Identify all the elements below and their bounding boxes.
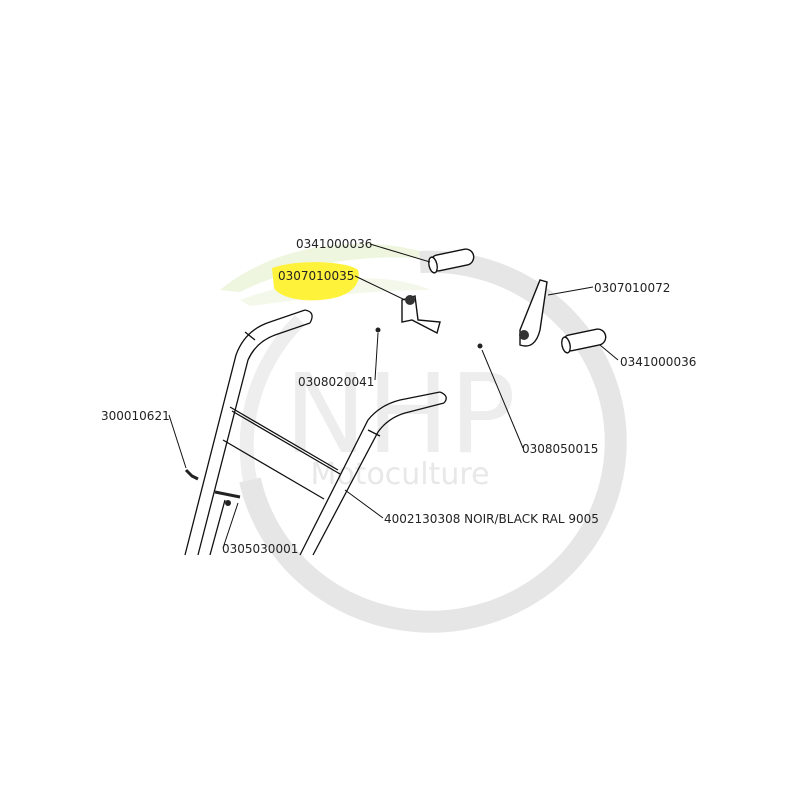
leader-lines <box>168 243 619 549</box>
clip <box>214 490 241 499</box>
screw-right <box>477 343 483 349</box>
label-clip: 0305030001 <box>222 542 298 556</box>
label-bolt: 300010621 <box>101 409 170 423</box>
lever-left <box>401 295 441 335</box>
clip-nut <box>225 500 231 506</box>
label-screw-right: 0308050015 <box>522 442 598 456</box>
label-handle: 4002130308 NOIR/BLACK RAL 9005 <box>384 512 599 526</box>
label-lever-right: 0307010072 <box>594 281 670 295</box>
lever-right <box>519 279 548 347</box>
bolt <box>184 468 199 481</box>
grip-top <box>428 248 475 274</box>
watermark-ring-left <box>239 315 305 482</box>
watermark-nhp: NHP <box>284 350 515 478</box>
screw-left <box>375 327 381 333</box>
handle-frame <box>184 309 447 556</box>
watermark-motoculture: Motoculture <box>310 457 489 492</box>
label-grip-top: 0341000036 <box>296 237 372 251</box>
label-grip-right: 0341000036 <box>620 355 696 369</box>
label-screw-left: 0308020041 <box>298 375 374 389</box>
label-lever-left: 0307010035 <box>278 269 354 283</box>
watermark-logo: NHP Motoculture <box>220 243 627 633</box>
grip-right <box>561 328 607 354</box>
watermark-leaf <box>220 243 450 292</box>
label-highlight <box>272 262 359 301</box>
